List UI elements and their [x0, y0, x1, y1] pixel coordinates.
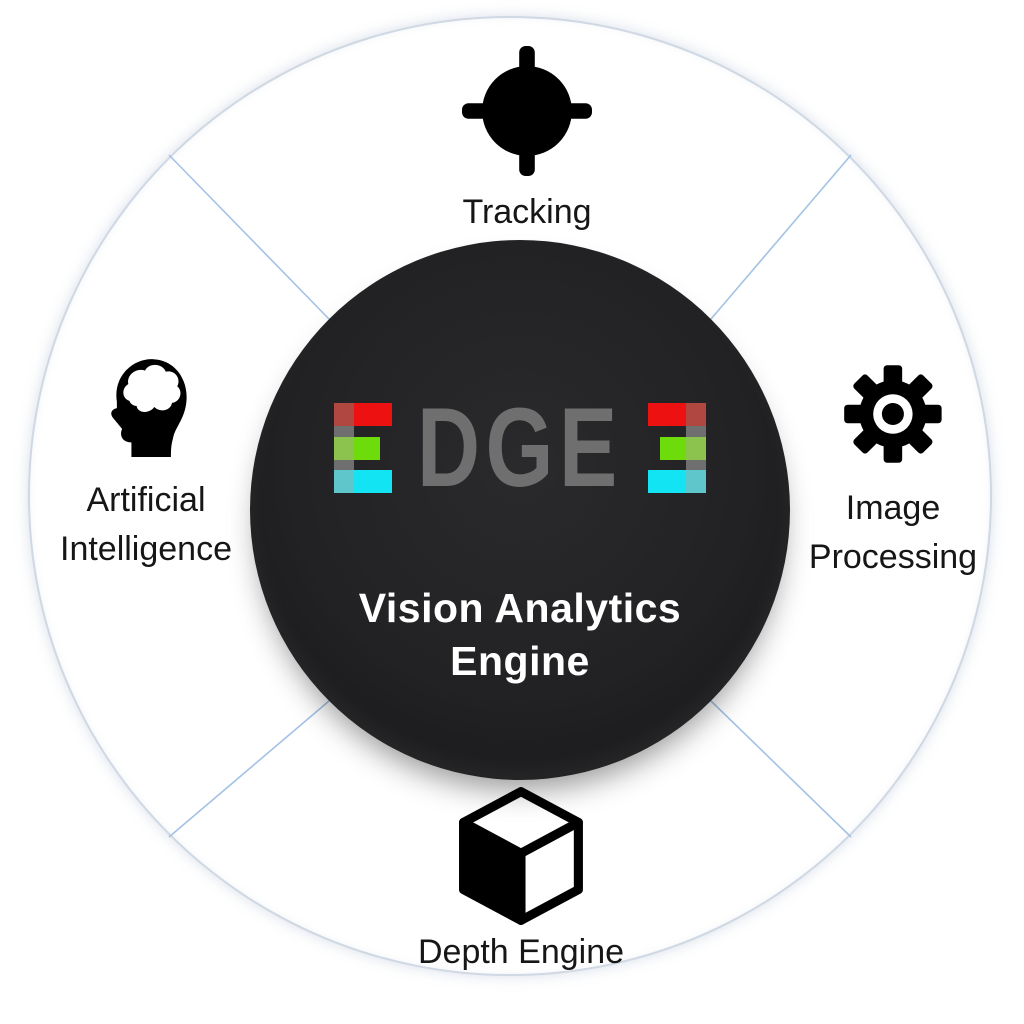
center-subtitle: Vision Analytics Engine	[359, 582, 681, 688]
segment-label-depth-engine: Depth Engine	[417, 933, 625, 971]
logo-3-green-bar	[659, 437, 706, 460]
logo-e-cyan-bar	[334, 470, 393, 493]
logo-letters-dge: DGE	[417, 385, 623, 510]
segment-image-processing: Image Processing	[809, 356, 977, 582]
target-icon	[462, 46, 592, 176]
segment-label-artificial-intelligence: Artificial Intelligence	[59, 481, 233, 568]
segment-label-image-processing: Image Processing	[808, 489, 978, 576]
logo-letter-e	[334, 403, 393, 493]
subtitle-line-2: Engine	[450, 638, 590, 684]
segment-depth-engine: Depth Engine	[418, 786, 624, 977]
logo-e-red-bar	[334, 403, 393, 426]
center-circle: DGE Vision Analytics Engine	[250, 240, 790, 780]
gear-icon	[844, 365, 942, 463]
segment-tracking: Tracking	[462, 44, 592, 237]
cube-icon	[459, 787, 583, 925]
logo-3-red-bar	[647, 403, 706, 426]
logo-e-green-bar	[334, 437, 381, 460]
brain-head-icon	[111, 359, 187, 457]
segment-label-tracking: Tracking	[462, 193, 592, 231]
logo-letter-3-mirrored-e	[647, 403, 706, 493]
logo-3-cyan-bar	[647, 470, 706, 493]
segment-artificial-intelligence: Artificial Intelligence	[60, 352, 232, 574]
edge3-logo: DGE	[334, 385, 706, 510]
subtitle-line-1: Vision Analytics	[358, 585, 682, 631]
